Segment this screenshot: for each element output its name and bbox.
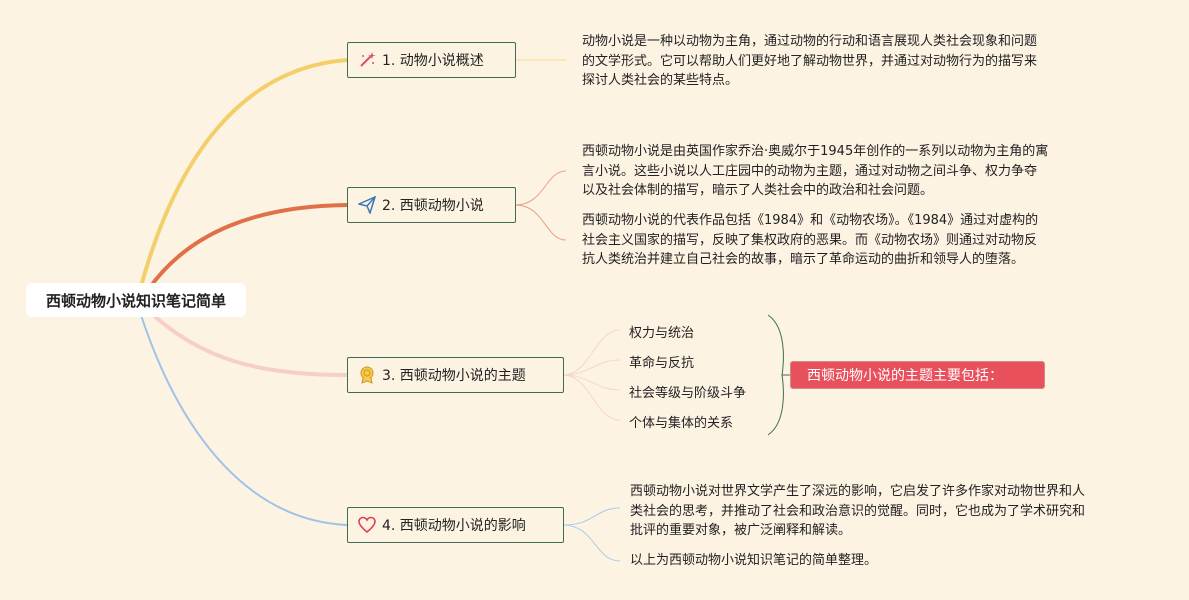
award-badge-icon — [358, 366, 376, 384]
note-line: 西顿动物小说的代表作品包括《1984》和《动物农场》。《1984》通过对虚构的 — [582, 213, 1039, 228]
note-line: 言小说。这些小说以人工庄园中的动物为主题，通过对动物之间斗争、权力争夺 — [582, 163, 1038, 179]
edge-note-summary — [562, 524, 621, 562]
note-seton-intro[interactable]: 西顿动物小说是由英国作家乔治·奥威尔于1945年创作的一系列以动物为主角的寓 言… — [582, 142, 1048, 201]
note-influence[interactable]: 西顿动物小说对世界文学产生了深远的影响，它启发了许多作家对动物世界和人 类社会的… — [630, 482, 1085, 541]
edge-theme-4 — [562, 374, 621, 421]
note-line: 类社会的思考，并推动了社会和政治意识的觉醒。同时，它也成为了学术研究和 — [630, 503, 1086, 519]
note-line: 西顿动物小说是由英国作家乔治·奥威尔于1945年创作的一系列以动物为主角的寓 — [582, 144, 1049, 159]
edge-branch-4 — [139, 311, 348, 526]
themes-summary-label[interactable]: 西顿动物小说的主题主要包括： — [790, 361, 1045, 389]
edge-note-seton-works — [514, 204, 567, 241]
note-line: 的文学形式。它可以帮助人们更好地了解动物世界，并通过对动物行为的描写来 — [582, 53, 1038, 69]
note-overview[interactable]: 动物小说是一种以动物为主角，通过动物的行动和语言展现人类社会现象和问题 的文学形… — [582, 32, 1037, 91]
theme-item[interactable]: 权力与统治 — [629, 326, 695, 341]
edge-note-influence — [562, 507, 621, 526]
branch-overview-label: 1. 动物小说概述 — [382, 53, 484, 69]
edge-branch-2 — [146, 203, 348, 292]
note-line: 社会主义国家的描写，反映了集权政府的恶果。而《动物农场》则通过对动物反 — [582, 232, 1038, 248]
note-line: 抗人类统治并建立自己社会的故事，暗示了革命运动的曲折和领导人的堕落。 — [582, 252, 1025, 267]
edge-branch-3 — [146, 308, 348, 377]
branch-seton-novels-label: 2. 西顿动物小说 — [382, 198, 484, 214]
summary-brace — [767, 314, 784, 436]
branch-influence[interactable]: 4. 西顿动物小说的影响 — [347, 507, 564, 543]
note-seton-works[interactable]: 西顿动物小说的代表作品包括《1984》和《动物农场》。《1984》通过对虚构的 … — [582, 211, 1038, 270]
theme-item[interactable]: 革命与反抗 — [629, 356, 695, 371]
note-line: 以及社会体制的描写，暗示了人类社会中的政治和社会问题。 — [582, 183, 934, 198]
edge-note-seton-intro — [514, 170, 567, 206]
magic-wand-icon — [358, 51, 376, 69]
theme-item[interactable]: 社会等级与阶级斗争 — [629, 386, 747, 401]
note-line: 探讨人类社会的某些特点。 — [582, 73, 739, 88]
edge-theme-1 — [562, 329, 621, 376]
branch-overview[interactable]: 1. 动物小说概述 — [347, 42, 516, 78]
note-summary[interactable]: 以上为西顿动物小说知识笔记的简单整理。 — [630, 553, 878, 568]
branch-influence-label: 4. 西顿动物小说的影响 — [382, 518, 526, 534]
paper-plane-icon — [356, 195, 377, 216]
note-line: 西顿动物小说对世界文学产生了深远的影响，它启发了许多作家对动物世界和人 — [630, 484, 1086, 499]
note-line: 批评的重要对象，被广泛阐释和解读。 — [630, 523, 852, 538]
branch-themes[interactable]: 3. 西顿动物小说的主题 — [347, 357, 564, 393]
edge-theme-2 — [562, 359, 621, 376]
root-topic[interactable]: 西顿动物小说知识笔记简单 — [26, 283, 246, 317]
edge-theme-3 — [562, 374, 621, 391]
branch-themes-label: 3. 西顿动物小说的主题 — [382, 368, 526, 384]
edge-branch-1 — [138, 58, 348, 291]
note-line: 动物小说是一种以动物为主角，通过动物的行动和语言展现人类社会现象和问题 — [582, 34, 1038, 49]
branch-seton-novels[interactable]: 2. 西顿动物小说 — [347, 187, 516, 223]
theme-item[interactable]: 个体与集体的关系 — [629, 416, 734, 431]
heart-icon — [358, 516, 376, 534]
